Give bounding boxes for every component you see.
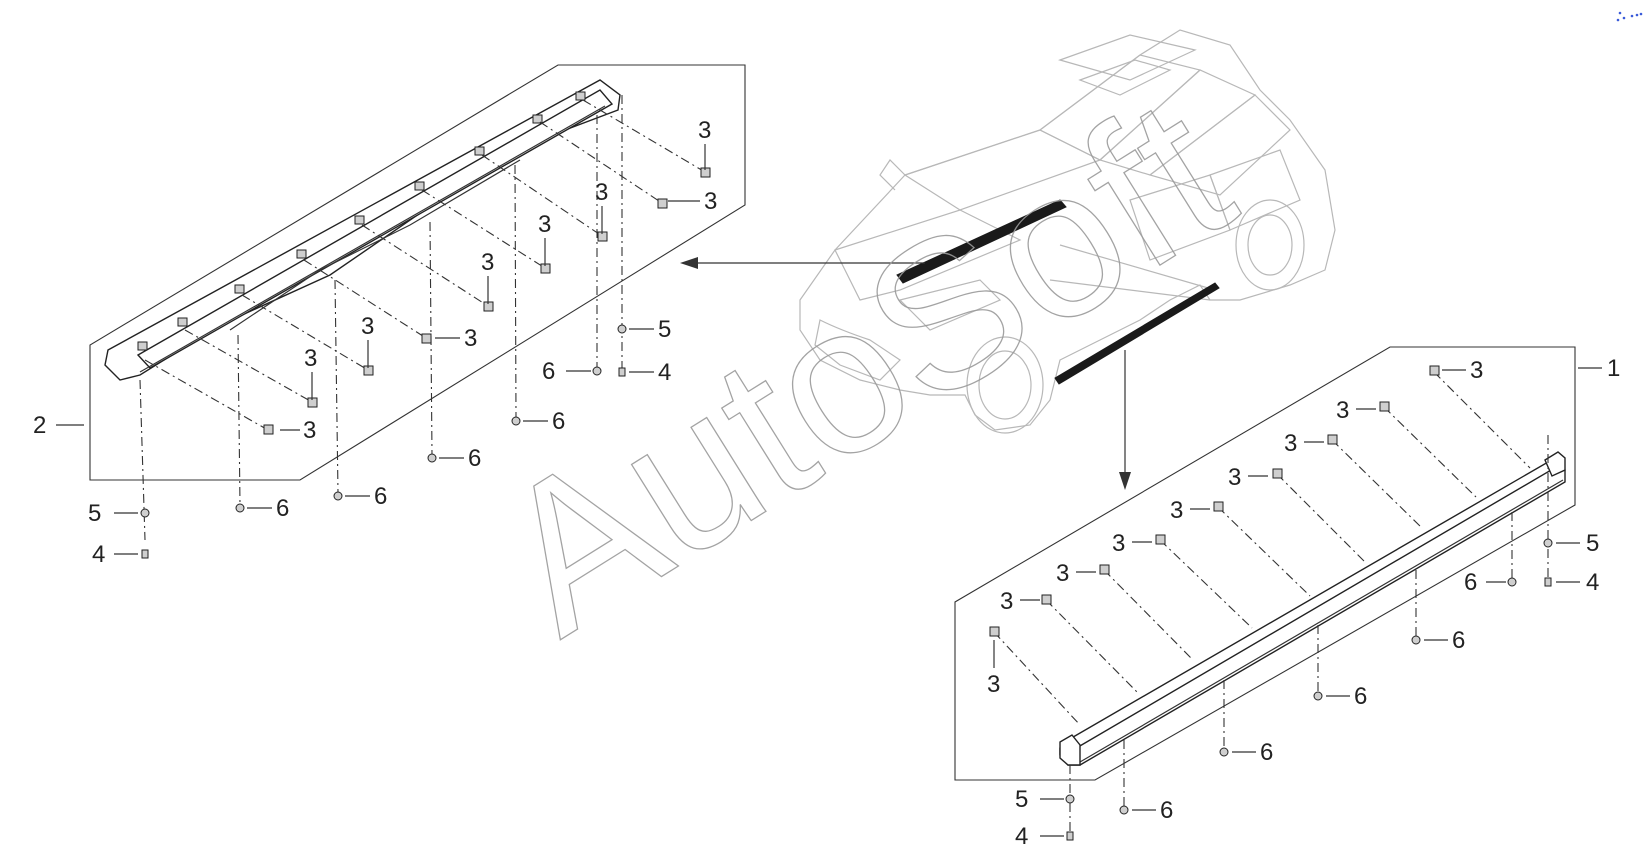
callout-3-left-5: 3: [481, 249, 494, 276]
callout-4-left-2: 4: [658, 359, 671, 386]
callout-5-left-2: 5: [658, 316, 671, 343]
watermark-logo: AutoSoft: [459, 51, 1268, 678]
left-assembly-frame: [89, 64, 746, 481]
arrow-down-head: [1119, 472, 1131, 490]
left-dash-lines: [139, 95, 706, 541]
pointer-arrows: [680, 257, 1131, 490]
callout-6-right-3: 6: [1354, 683, 1367, 710]
callout-3-right-7: 3: [1284, 430, 1297, 457]
vehicle-illustration: [799, 29, 1336, 434]
callout-3-left-7: 3: [595, 179, 608, 206]
callout-3-left-9: 3: [698, 117, 711, 144]
right-clip-nuts: [989, 365, 1440, 637]
callout-6-left-4: 6: [552, 408, 565, 435]
callout-6-right-4: 6: [1260, 739, 1273, 766]
callout-3-left-4: 3: [464, 325, 477, 352]
callout-5-right-2: 5: [1015, 786, 1028, 813]
callout-4-left-1: 4: [92, 541, 105, 568]
callout-6-right-2: 6: [1452, 627, 1465, 654]
callout-3-left-6: 3: [538, 211, 551, 238]
callout-3-right-5: 3: [1170, 497, 1183, 524]
callout-6-right-5: 6: [1160, 797, 1173, 824]
callout-2: 2: [33, 412, 46, 439]
left-fasteners: [140, 324, 627, 559]
callout-3-left-3: 3: [361, 313, 374, 340]
callout-6-right-1: 6: [1464, 569, 1477, 596]
callout-1: 1: [1607, 355, 1620, 382]
callout-3-right-6: 3: [1228, 464, 1241, 491]
callout-6-left-3: 6: [468, 445, 481, 472]
right-callouts: 1 3 3 3 3 3 3 3 3 3 5 6 4 6 6 6 6 5 4: [987, 355, 1620, 850]
callout-3-right-1: 3: [987, 671, 1000, 698]
left-clip-nuts: [263, 167, 711, 435]
right-rocker-moulding: [1059, 451, 1566, 766]
left-leaders: [56, 144, 706, 555]
callout-3-right-9: 3: [1470, 357, 1483, 384]
callout-3-right-4: 3: [1112, 530, 1125, 557]
callout-3-right-3: 3: [1056, 560, 1069, 587]
callout-5-left-1: 5: [88, 500, 101, 527]
callout-3-left-2: 3: [304, 345, 317, 372]
callout-3-left-1: 3: [303, 417, 316, 444]
right-fasteners: [1065, 538, 1553, 841]
right-dash-lines: [993, 371, 1549, 835]
corner-dots-logo: [1616, 11, 1643, 22]
callout-5-right-1: 5: [1586, 530, 1599, 557]
callout-3-right-2: 3: [1000, 588, 1013, 615]
callout-6-left-5: 6: [542, 358, 555, 385]
callout-4-right-1: 4: [1586, 569, 1599, 596]
left-rocker-moulding: [104, 79, 621, 381]
right-leaders: [993, 367, 1602, 837]
callout-3-left-8: 3: [704, 188, 717, 215]
callout-3-right-8: 3: [1336, 397, 1349, 424]
car-rocker-highlight-left: [896, 199, 1067, 284]
callout-6-left-1: 6: [276, 495, 289, 522]
left-callouts: 2 3 3 3 3 3 3 3 3 3 5 4 6 6 6 6 6 5 4: [33, 117, 717, 568]
watermark-text: AutoSoft: [459, 52, 1267, 678]
arrow-left-head: [680, 257, 698, 269]
right-assembly-frame: [954, 346, 1576, 781]
callout-6-left-2: 6: [374, 483, 387, 510]
car-rocker-highlight-right: [1054, 282, 1220, 385]
callout-4-right-2: 4: [1015, 823, 1028, 850]
